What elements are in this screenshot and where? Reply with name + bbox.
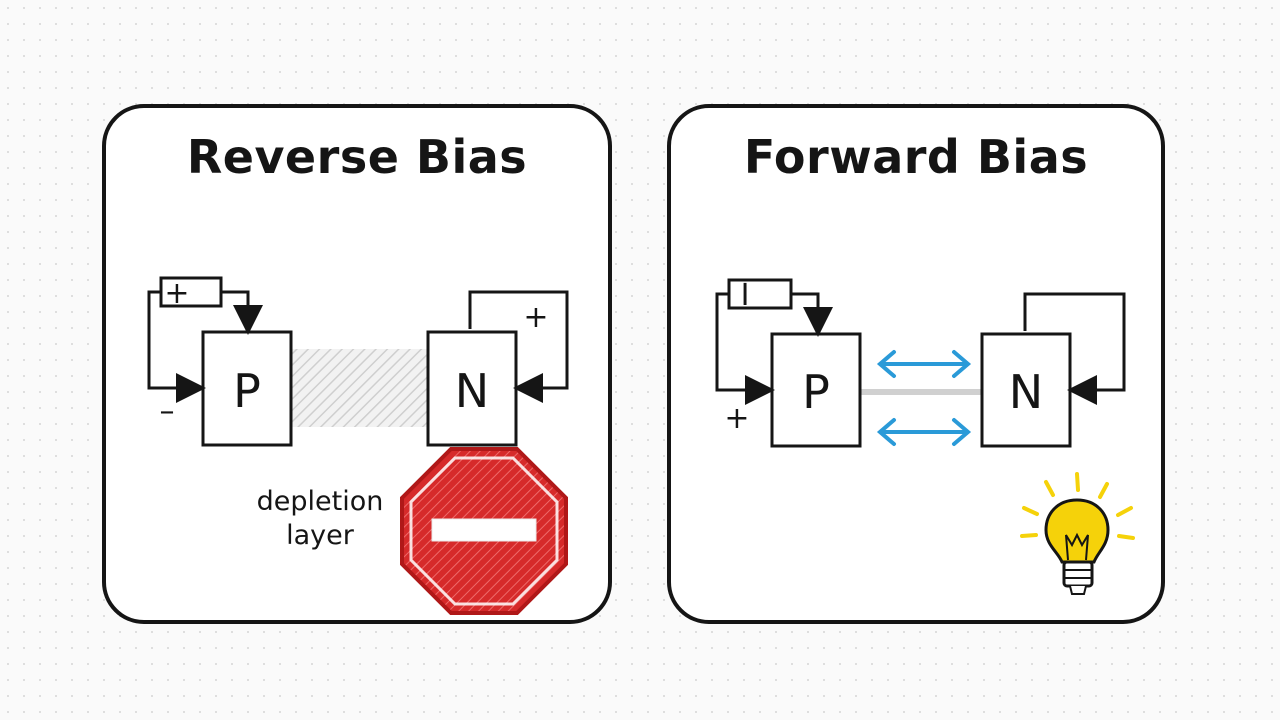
- reverse-bias-title: Reverse Bias: [186, 130, 528, 184]
- forward-bias-panel: Forward Bias: [667, 104, 1165, 624]
- forward-bias-title: Forward Bias: [743, 130, 1089, 184]
- reverse-bias-panel: Reverse Bias: [102, 104, 612, 624]
